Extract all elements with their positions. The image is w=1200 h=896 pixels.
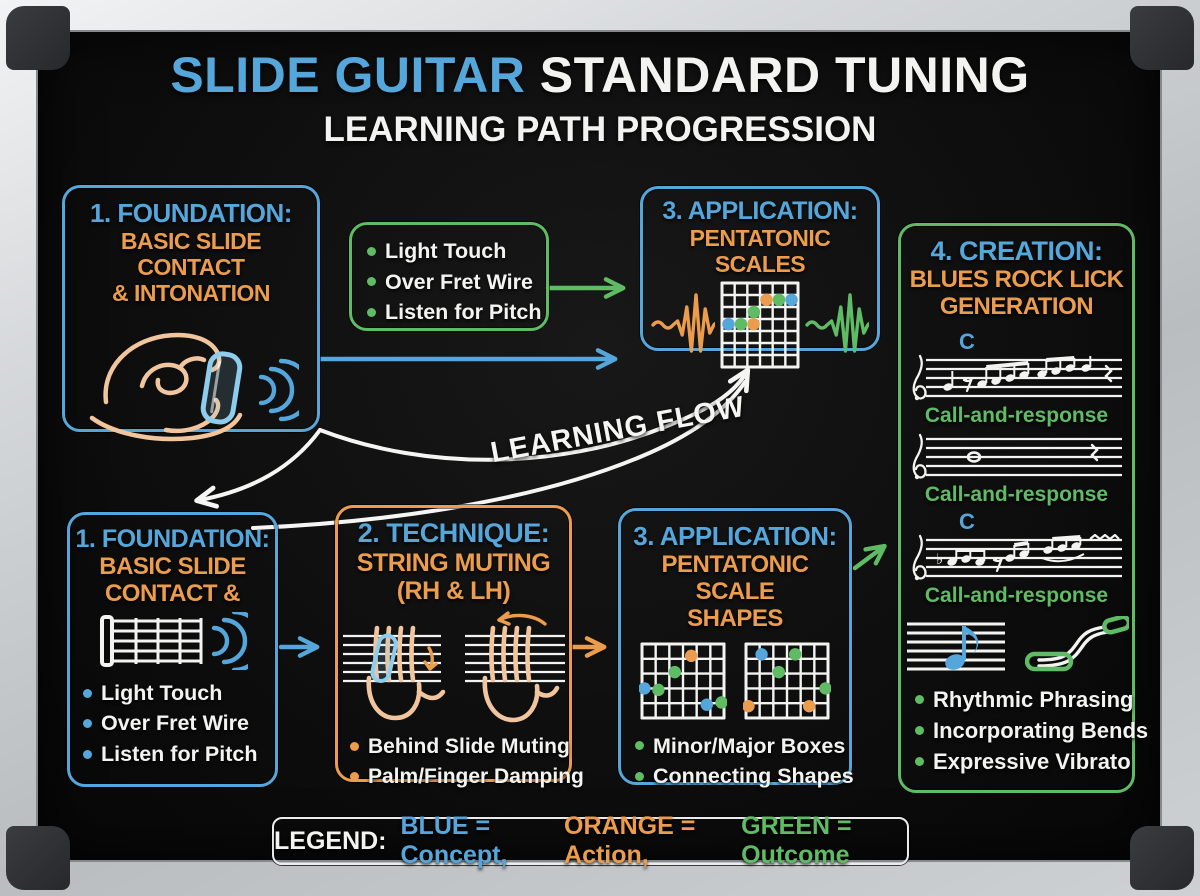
legend-item-orange: ORANGE = Action, [564, 812, 696, 869]
waveform-green-icon [805, 292, 869, 353]
bullet-dot [367, 277, 376, 287]
box-headline: PENTATONIC SCALES [689, 225, 831, 277]
bullet-dot [350, 772, 359, 782]
box-foundation-top: 1. FOUNDATION: BASIC SLIDE CONTACT & INT… [62, 185, 320, 442]
fretboard-dots-icon [720, 281, 800, 368]
frame-corner-icon [1130, 6, 1194, 70]
box-creation: 4. CREATION: BLUES ROCK LICK GENERATION … [898, 223, 1148, 793]
bullet-dot [915, 694, 924, 704]
staff-caption: Call-and-response [924, 403, 1109, 427]
music-staff-2-icon [912, 433, 1122, 479]
box-headline: (RH & LH) [396, 577, 511, 605]
box-headline: STRING MUTING [356, 549, 551, 577]
creation-bullet-list: Rhythmic Phrasing Incorporating Bends Ex… [901, 684, 1148, 778]
bullet-dot [635, 741, 644, 751]
poster-title-block: SLIDE GUITAR STANDARD TUNING LEARNING PA… [0, 46, 1200, 150]
frame-corner-icon [6, 826, 70, 890]
frame-corner-icon [1130, 826, 1194, 890]
bullet-dot [350, 742, 359, 752]
bullet-dot [83, 749, 92, 759]
foundation-bullet-list: Light Touch Over Fret Wire Listen for Pi… [70, 678, 275, 770]
learning-flow-arrow-left [194, 428, 322, 509]
fretboard-shape-2-icon [743, 642, 831, 720]
fretboard-shape-1-icon [639, 642, 727, 720]
bullet-dot [83, 688, 92, 698]
music-staff-1-icon [912, 354, 1122, 400]
box-headline: BASIC SLIDE [99, 553, 246, 580]
box-headline: GENERATION [939, 292, 1094, 320]
box-step-label: 3. APPLICATION: [662, 197, 858, 225]
bullet-dot [915, 726, 924, 736]
chord-label: C [959, 328, 975, 354]
legend: LEGEND: BLUE = Concept, ORANGE = Action,… [272, 812, 909, 869]
box-headline: CONTACT & [104, 579, 241, 607]
slide-tool-icon [1024, 615, 1129, 671]
staff-caption: Call-and-response [924, 583, 1109, 607]
legend-item-blue: BLUE = Concept, [400, 812, 508, 869]
bullet-dot [83, 719, 92, 729]
box-headline: PENTATONIC SCALE [661, 551, 809, 605]
bullet-dot [915, 757, 924, 767]
legend-label: LEGEND: [274, 826, 387, 855]
page-title: SLIDE GUITAR STANDARD TUNING [170, 47, 1030, 103]
box-headline: SHAPES [687, 604, 783, 632]
application-bullet-list: Minor/Major Boxes Connecting Shapes [621, 731, 854, 792]
music-staff-3-icon: ♭ [912, 533, 1122, 580]
hand-holding-slide-icon [89, 333, 299, 442]
box-application-bottom: 3. APPLICATION: PENTATONIC SCALE SHAPES … [618, 508, 854, 788]
box-headline: BASIC SLIDE CONTACT [120, 228, 262, 280]
box-step-label: 1. FOUNDATION: [90, 198, 292, 228]
technique-bullet-list: Behind Slide Muting Palm/Finger Damping [338, 732, 584, 792]
bullet-dot [367, 246, 376, 256]
arrow-green-diagonal [852, 543, 887, 571]
box-step-label: 1. FOUNDATION: [75, 525, 270, 553]
tips-bullet-list: Light Touch Over Fret Wire Listen for Pi… [367, 236, 546, 328]
box-technique: 2. TECHNIQUE: STRING MUTING (RH & LH) Be… [335, 505, 584, 788]
staff-caption: Call-and-response [924, 482, 1109, 506]
box-headline: & INTONATION [112, 279, 270, 306]
legend-item-green: GREEN = Outcome [741, 812, 852, 869]
box-headline: BLUES ROCK LICK [909, 266, 1124, 293]
eighth-note-icon [906, 622, 1005, 671]
box-step-label: 3. APPLICATION: [633, 521, 837, 551]
box-step-label: 2. TECHNIQUE: [357, 518, 550, 548]
box-step-label: 4. CREATION: [930, 236, 1103, 266]
box-application-top: 3. APPLICATION: PENTATONIC SCALES [640, 186, 880, 368]
learning-flow-arrow-top [318, 367, 751, 462]
svg-text:♭: ♭ [936, 551, 943, 568]
waveform-orange-icon [651, 292, 715, 353]
muting-hands-icon [342, 611, 565, 723]
frame-corner-icon [6, 6, 70, 70]
chord-label: C [959, 508, 975, 534]
bullet-dot [635, 771, 644, 781]
bullet-dot [367, 307, 376, 317]
box-tips: Light Touch Over Fret Wire Listen for Pi… [349, 222, 549, 331]
box-foundation-bottom: 1. FOUNDATION: BASIC SLIDE CONTACT & Lig… [67, 512, 278, 787]
fretboard-sound-icon [99, 611, 248, 670]
page-subtitle: LEARNING PATH PROGRESSION [323, 110, 877, 149]
